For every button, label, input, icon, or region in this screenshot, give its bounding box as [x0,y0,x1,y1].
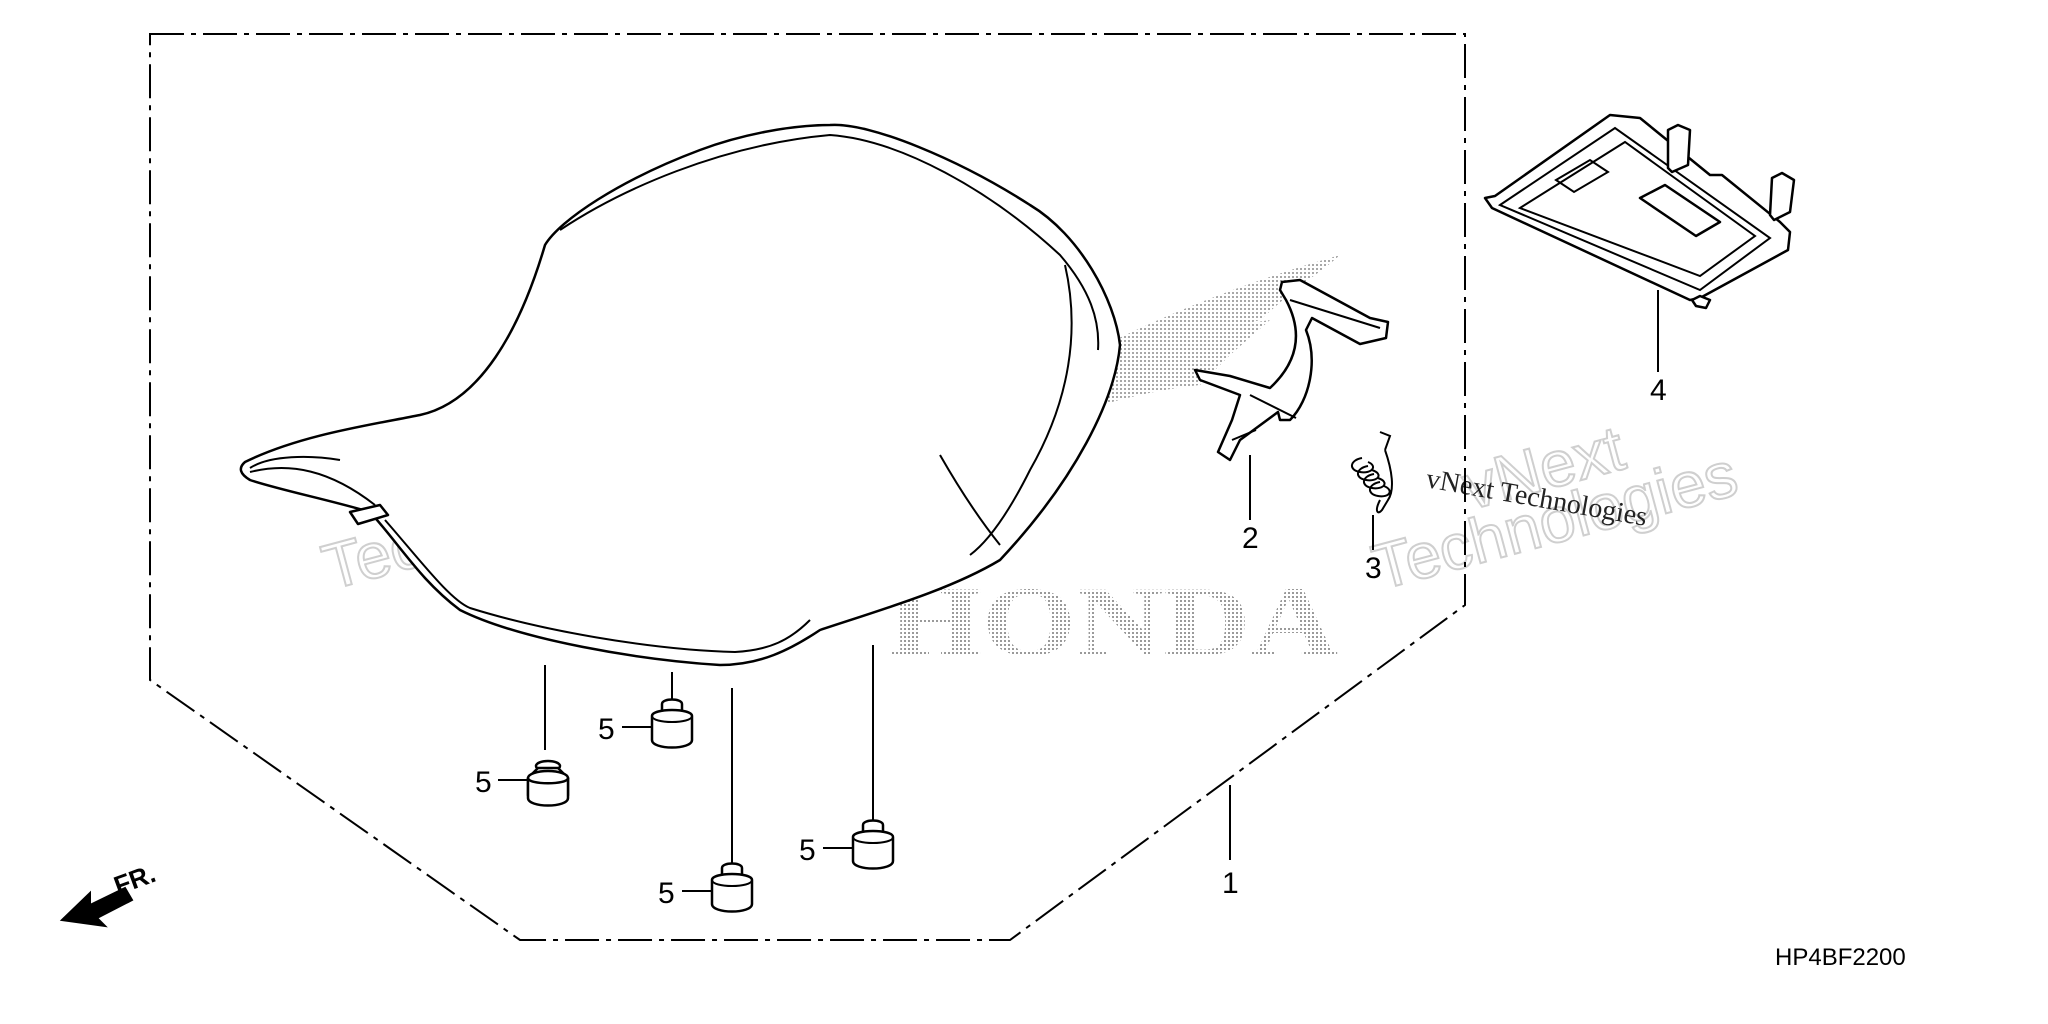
seat-lock-bracket [1193,278,1390,462]
callout-5b: 5 [598,713,615,746]
seat-assembly [239,123,1122,667]
seat-cover-tray [1483,113,1796,310]
front-direction-arrow: FR. [59,858,160,928]
callout-5a: 5 [475,766,492,799]
assembly-boundary [149,33,1466,941]
callout-5d: 5 [799,834,816,867]
svg-text:FR.: FR. [110,858,160,901]
cushion-rubber-b: 5 [598,672,694,749]
cushion-rubber-d: 5 [799,645,895,870]
cushion-rubber-c: 5 [658,688,754,913]
return-spring [1351,431,1393,514]
callout-1: 1 [1222,867,1239,900]
figure-code: HP4BF2200 [1775,944,1906,971]
callout-3: 3 [1365,552,1382,585]
callout-4: 4 [1650,374,1667,407]
cushion-rubber-a: 5 [475,665,570,807]
callout-2: 2 [1242,522,1259,555]
vnext-watermark-right: vNext Technologies vNext Technologies [1364,411,1745,605]
callout-5c: 5 [658,877,675,910]
honda-brand-watermark: HONDA [888,566,1338,677]
